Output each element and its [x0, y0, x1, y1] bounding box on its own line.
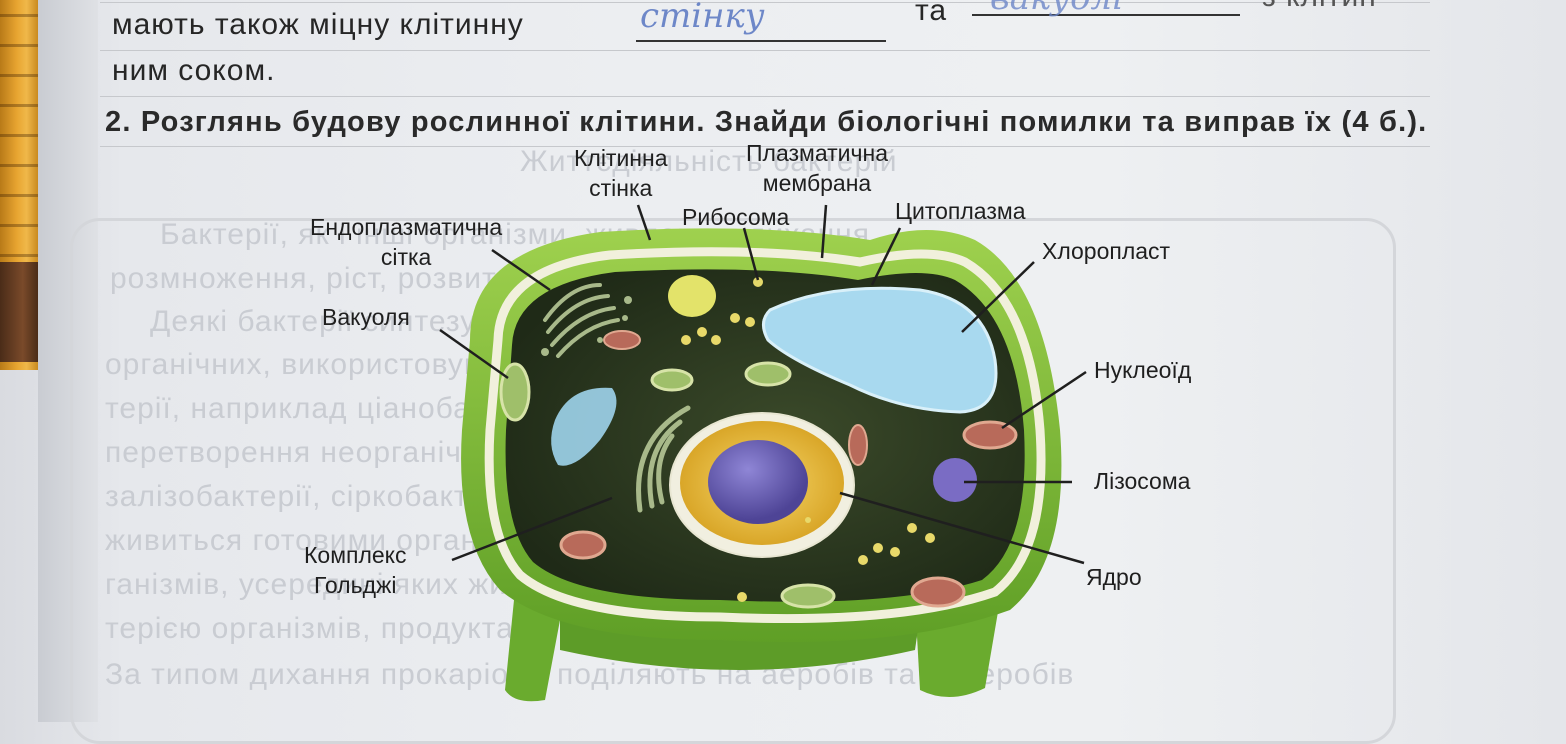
ghost-line: Життєдіяльність бактерій	[520, 145, 898, 178]
answer-blank-2[interactable]	[972, 14, 1240, 16]
label-pointers	[439, 204, 1087, 565]
label-plasma-membrane: Плазматична мембрана	[746, 140, 888, 196]
page-rule	[100, 2, 1430, 3]
task-2-prompt: 2. Розглянь будову рослинної клітини. Зн…	[105, 106, 1428, 138]
nucleolus	[708, 440, 808, 524]
label-lysosome: Лізосома	[1094, 468, 1191, 494]
handwritten-answer-1: стiнку	[640, 0, 765, 36]
label-ribosome: Рибосома	[682, 204, 790, 230]
mitochondria	[499, 330, 1018, 609]
sentence-connector: та	[915, 0, 948, 27]
label-endoplasmic-reticulum: Ендоплазматична сітка	[310, 214, 503, 270]
label-golgi: Комплекс Гольджі	[304, 542, 407, 598]
ribosome	[753, 277, 763, 287]
label-cytoplasm: Цитоплазма	[895, 198, 1026, 224]
page-rule	[100, 50, 1430, 51]
ghost-line: розмноження, ріст, розвиток.	[110, 262, 538, 295]
page-rule	[100, 96, 1430, 97]
handwritten-answer-2: вакуолі	[990, 0, 1123, 18]
ribosome-dots	[681, 313, 935, 602]
cell-wall-base	[505, 590, 560, 702]
label-nucleoid: Нуклеоїд	[1094, 357, 1192, 383]
answer-blank-1[interactable]	[636, 40, 886, 42]
label-nucleus: Ядро	[1086, 564, 1142, 590]
page-rule	[100, 146, 1430, 147]
plant-cell-diagram	[439, 204, 1087, 702]
golgi-apparatus	[636, 405, 691, 513]
pencil-cap	[0, 262, 38, 362]
er-vesicles	[541, 296, 632, 356]
small-vacuole	[551, 387, 617, 466]
sentence-start: мають також міцну клітинну	[112, 8, 524, 41]
label-vacuole: Вакуоля	[322, 304, 410, 330]
endoplasmic-reticulum	[543, 283, 620, 358]
plasma-membrane	[484, 247, 1046, 624]
label-chloroplast: Хлоропласт	[1042, 238, 1171, 264]
book-margin	[38, 0, 98, 722]
lysosome	[933, 458, 977, 502]
sentence-continuation: ним соком.	[112, 54, 276, 87]
sentence-end: з клiтин-	[1262, 0, 1388, 14]
pencil	[0, 0, 40, 370]
label-cell-wall: Клітинна стінка	[574, 145, 668, 201]
yellow-organelle	[668, 275, 716, 317]
ghost-line: За типом дихання прокаріотів поділяють н…	[105, 658, 1075, 691]
central-vacuole	[762, 286, 998, 414]
